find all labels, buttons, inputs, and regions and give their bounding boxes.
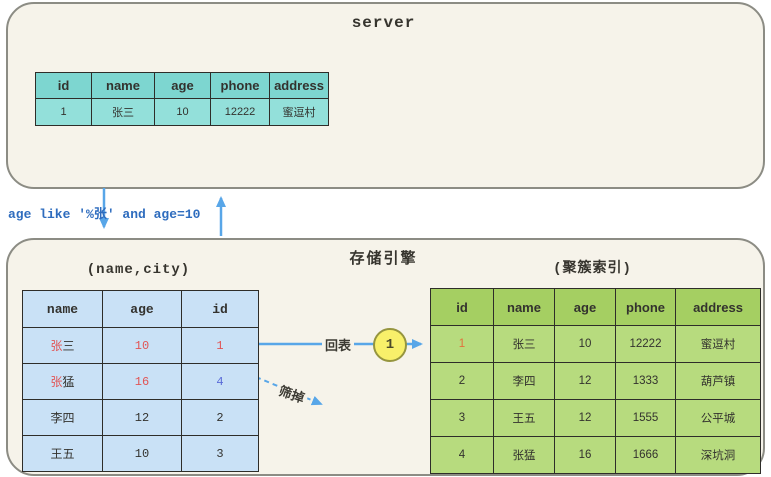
secondary-index-table: name age id 张三 10 1 张猛 16 4 李四 12 2 王五 1… [22,290,259,472]
cell-id: 2 [430,362,494,400]
cell-age: 16 [102,363,182,400]
table-row: 张猛 16 4 [22,363,259,400]
cell-id: 3 [181,435,259,472]
name-highlight: 张 [50,376,63,390]
name-rest: 王五 [50,448,75,462]
cell-age: 10 [554,325,616,363]
cell-name: 王五 [493,399,555,437]
cell-id: 1 [430,325,494,363]
cell-age: 12 [554,362,616,400]
table-row: 王五 10 3 [22,435,259,472]
cell-age: 10 [154,98,211,126]
server-result-table: id name age phone address 1 张三 10 12222 … [35,72,329,126]
cell-address: 蜜逗村 [675,325,761,363]
cell-name: 张三 [493,325,555,363]
cell-name: 张猛 [493,436,555,474]
cell-age: 12 [102,399,182,436]
clustered-index-label: (聚簇索引) [553,261,632,277]
cell-phone: 1666 [615,436,676,474]
clustered-index-table: id name age phone address 1 张三 10 12222 … [430,288,761,474]
name-rest: 三 [62,340,75,354]
header-cell-phone: phone [615,288,676,326]
secondary-index-label: (name,city) [86,262,191,278]
header-cell-age: age [554,288,616,326]
server-box-title: server [351,14,416,32]
cell-name: 张三 [22,327,103,364]
back-to-table-label: 回表 [322,335,355,354]
cell-address: 深坑洞 [675,436,761,474]
table-row: 4 张猛 16 1666 深坑洞 [430,436,761,474]
cell-phone: 1333 [615,362,676,400]
cell-phone: 12222 [615,325,676,363]
name-highlight: 张 [50,340,63,354]
query-condition-label: age like '%张' and age=10 [8,207,201,222]
header-cell-phone: phone [210,72,270,99]
header-cell-name: name [22,290,103,328]
table-row: 1 张三 10 12222 蜜逗村 [430,325,761,363]
cell-name: 王五 [22,435,103,472]
cell-phone: 12222 [210,98,270,126]
cell-address: 公平城 [675,399,761,437]
table-header-row: name age id [22,290,259,328]
cell-address: 葫芦镇 [675,362,761,400]
cell-id: 2 [181,399,259,436]
table-row: 李四 12 2 [22,399,259,436]
header-cell-address: address [675,288,761,326]
table-row: 1 张三 10 12222 蜜逗村 [35,98,329,126]
cell-age: 12 [554,399,616,437]
cell-name: 李四 [493,362,555,400]
cell-age: 10 [102,435,182,472]
header-cell-address: address [269,72,329,99]
header-cell-id: id [35,72,92,99]
cell-phone: 1555 [615,399,676,437]
name-rest: 猛 [62,376,75,390]
header-cell-name: name [91,72,155,99]
storage-engine-title: 存储引擎 [349,251,418,268]
cell-address: 蜜逗村 [269,98,329,126]
header-cell-age: age [102,290,182,328]
table-row: 张三 10 1 [22,327,259,364]
cell-id: 3 [430,399,494,437]
header-cell-age: age [154,72,211,99]
header-cell-name: name [493,288,555,326]
table-header-row: id name age phone address [35,72,329,99]
table-header-row: id name age phone address [430,288,761,326]
cell-name: 张猛 [22,363,103,400]
cell-id: 4 [181,363,259,400]
cell-age: 10 [102,327,182,364]
header-cell-id: id [430,288,494,326]
header-cell-id: id [181,290,259,328]
cell-id: 4 [430,436,494,474]
table-row: 2 李四 12 1333 葫芦镇 [430,362,761,400]
cell-age: 16 [554,436,616,474]
cell-name: 李四 [22,399,103,436]
cell-id: 1 [181,327,259,364]
table-row: 3 王五 12 1555 公平城 [430,399,761,437]
cell-name: 张三 [91,98,155,126]
step-badge: 1 [373,328,407,362]
name-rest: 李四 [50,412,75,426]
cell-id: 1 [35,98,92,126]
